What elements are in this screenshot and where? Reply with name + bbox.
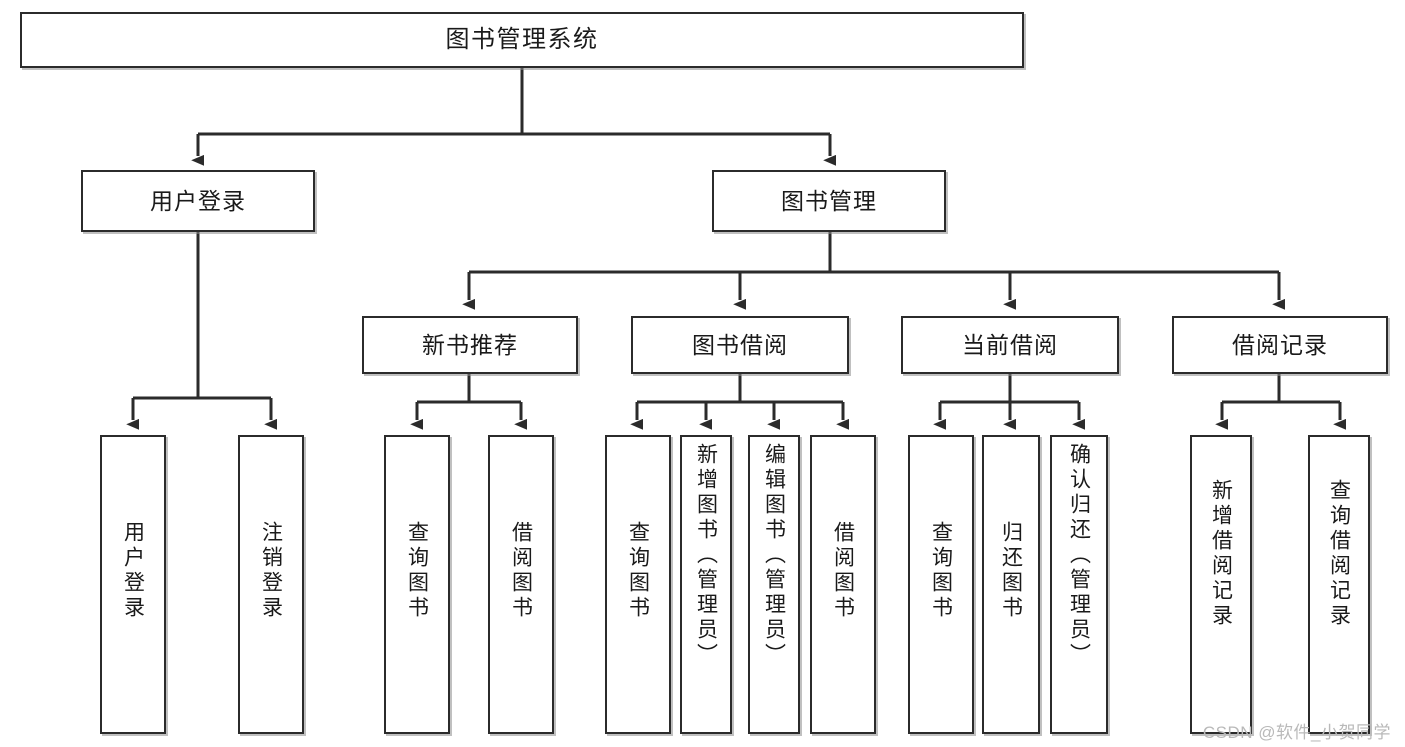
csdn-watermark: CSDN @软件_小贺同学	[1202, 723, 1391, 742]
leaf-label: 查询借阅记录	[1327, 479, 1351, 629]
leaf-borrow-add-book-admin[interactable]: 新增图书（管理员）	[680, 435, 732, 734]
leaf-label: 编辑图书（管理员）	[762, 443, 786, 668]
leaf-label: 查询图书	[626, 521, 650, 621]
node-book-management[interactable]: 图书管理	[712, 170, 946, 232]
leaf-borrow-borrow-books[interactable]: 借阅图书	[810, 435, 876, 734]
leaf-records-add-borrow-record[interactable]: 新增借阅记录	[1190, 435, 1252, 734]
node-label: 新书推荐	[422, 331, 518, 358]
leaf-label: 新增图书（管理员）	[694, 443, 718, 668]
leaf-newbook-borrow-books[interactable]: 借阅图书	[488, 435, 554, 734]
node-root-book-management-system[interactable]: 图书管理系统	[20, 12, 1024, 68]
leaf-borrow-query-books[interactable]: 查询图书	[605, 435, 671, 734]
leaf-label: 注销登录	[259, 521, 283, 621]
node-book-borrow[interactable]: 图书借阅	[631, 316, 849, 374]
node-label: 图书管理系统	[445, 26, 599, 54]
leaf-current-return-books[interactable]: 归还图书	[982, 435, 1040, 734]
leaf-label: 新增借阅记录	[1209, 479, 1233, 629]
node-label: 图书管理	[781, 187, 877, 214]
leaf-current-confirm-return-admin[interactable]: 确认归还（管理员）	[1050, 435, 1108, 734]
node-label: 图书借阅	[692, 331, 788, 358]
leaf-borrow-edit-book-admin[interactable]: 编辑图书（管理员）	[748, 435, 800, 734]
leaf-logout[interactable]: 注销登录	[238, 435, 304, 734]
leaf-current-query-books[interactable]: 查询图书	[908, 435, 974, 734]
node-label: 用户登录	[150, 187, 246, 214]
leaf-label: 确认归还（管理员）	[1067, 443, 1091, 668]
leaf-label: 借阅图书	[509, 521, 533, 621]
leaf-newbook-query-books[interactable]: 查询图书	[384, 435, 450, 734]
leaf-records-query-borrow-record[interactable]: 查询借阅记录	[1308, 435, 1370, 734]
leaf-label: 归还图书	[999, 521, 1023, 621]
leaf-user-login[interactable]: 用户登录	[100, 435, 166, 734]
node-new-book-recommend[interactable]: 新书推荐	[362, 316, 578, 374]
node-current-borrow[interactable]: 当前借阅	[901, 316, 1119, 374]
node-borrow-records[interactable]: 借阅记录	[1172, 316, 1388, 374]
leaf-label: 用户登录	[121, 521, 145, 621]
node-label: 借阅记录	[1232, 331, 1328, 358]
node-user-login[interactable]: 用户登录	[81, 170, 315, 232]
leaf-label: 查询图书	[929, 521, 953, 621]
node-label: 当前借阅	[962, 331, 1058, 358]
leaf-label: 查询图书	[405, 521, 429, 621]
leaf-label: 借阅图书	[831, 521, 855, 621]
